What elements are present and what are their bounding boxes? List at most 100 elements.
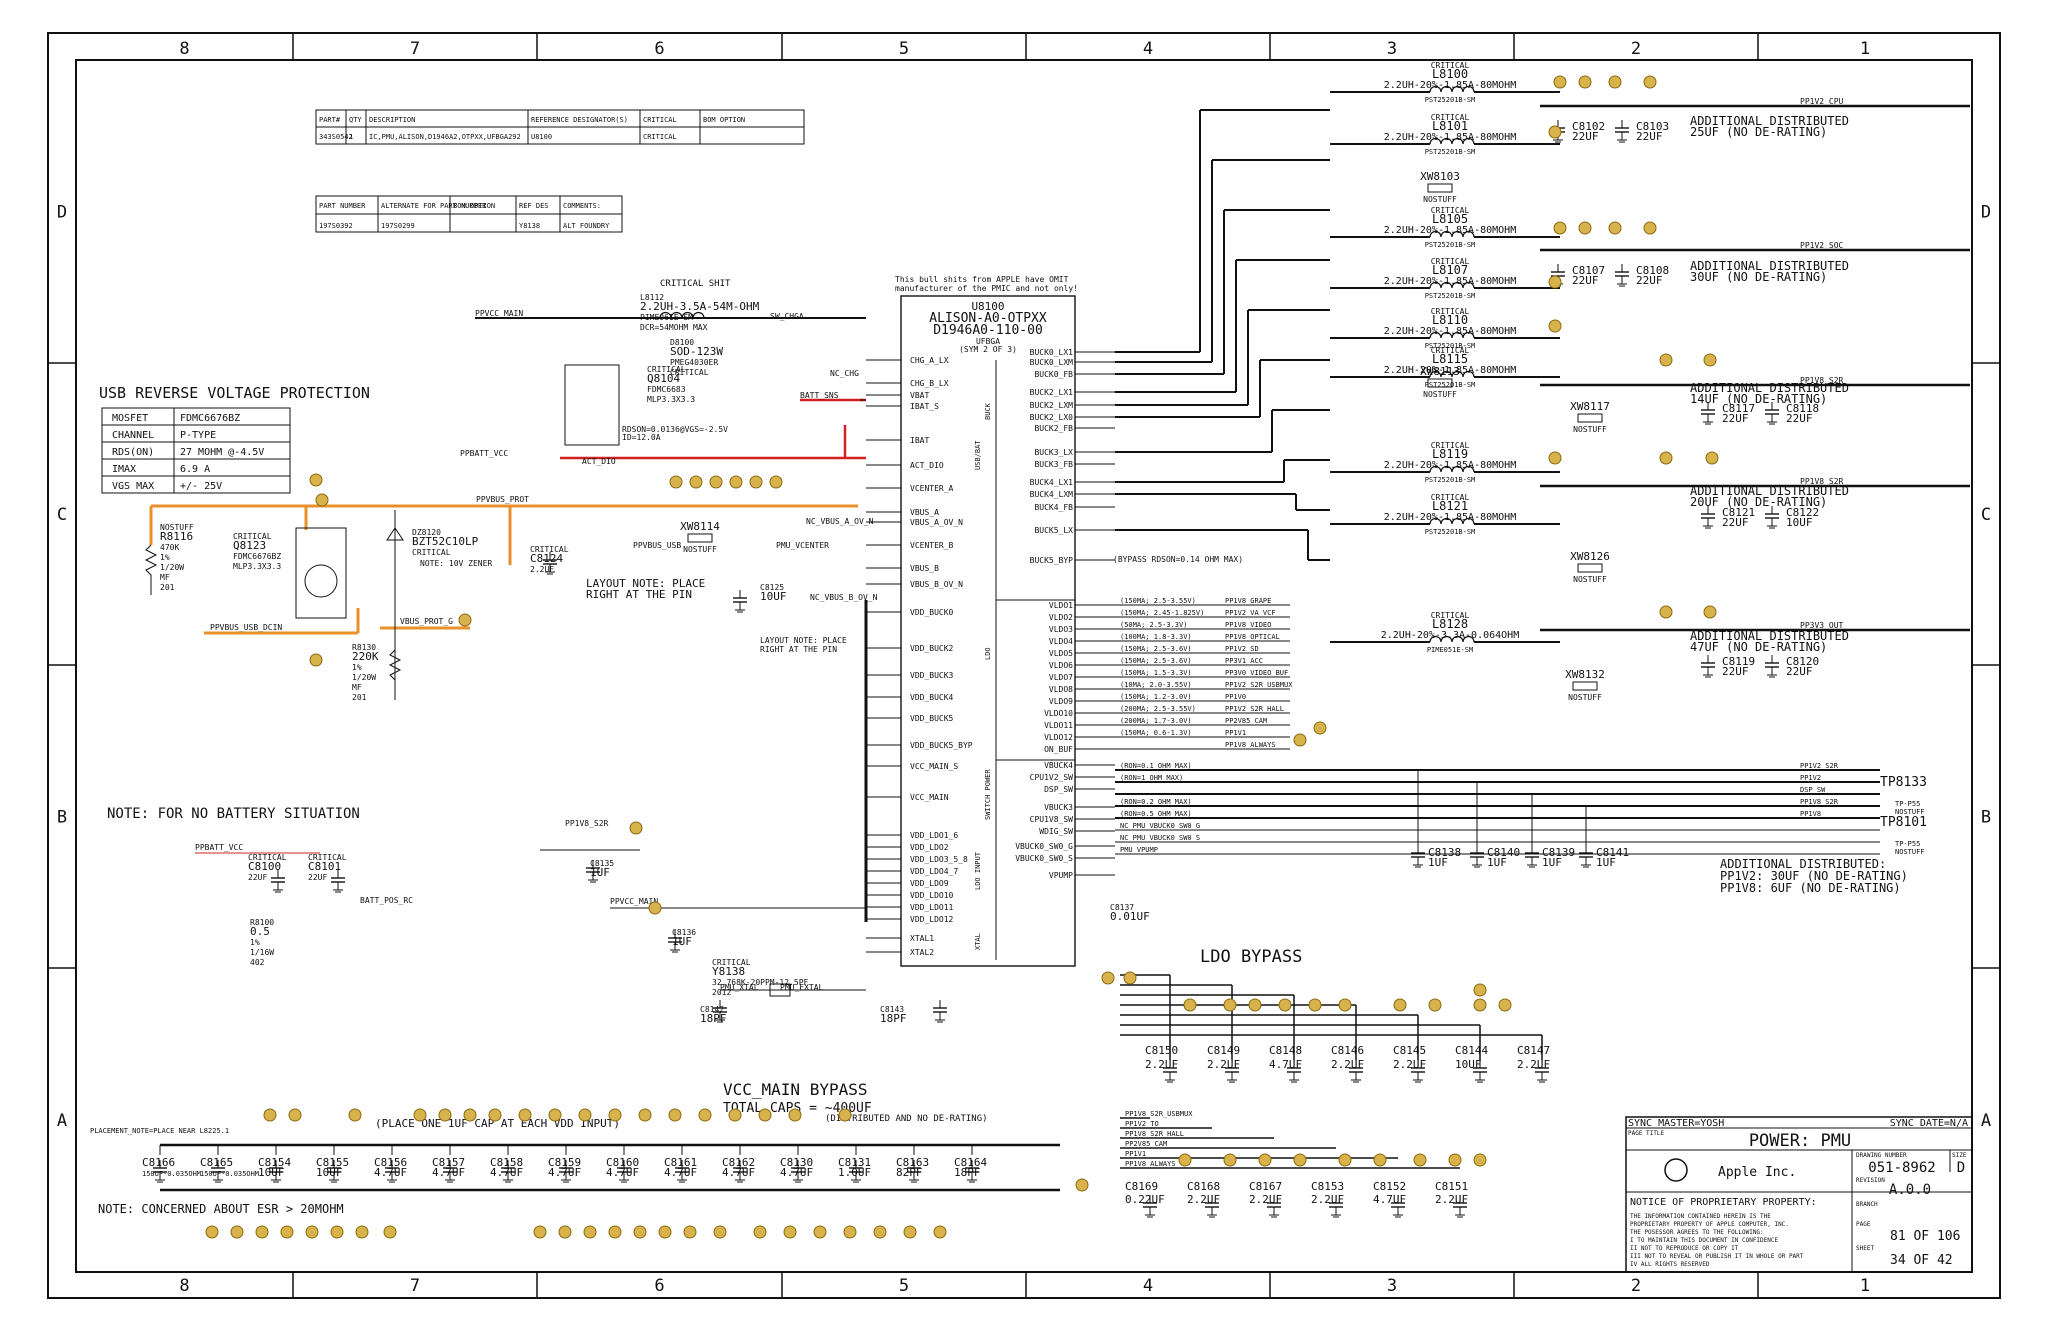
inductor-ref: L8100: [1432, 67, 1468, 81]
test-pad: [788, 1108, 802, 1122]
c8135-label: C8135: [590, 859, 614, 868]
net-name: ACT_DIO: [582, 457, 616, 466]
alt-header: ALTERNATE FOR PART NUMBER: [381, 202, 487, 210]
c8125-label: C8125: [760, 583, 784, 592]
pmic-right-pin: BUCK5_LX: [1034, 526, 1073, 535]
column-marker-top: 8: [179, 39, 189, 59]
ldo-net-name: PP1V2_SD: [1225, 645, 1259, 653]
ldo-bypass-cap: [1473, 1060, 1487, 1083]
test-pad: [463, 1108, 477, 1122]
inductor-coil: [1429, 137, 1475, 145]
xw-shunt: [1577, 413, 1603, 423]
r8130-label: 1/20W: [352, 673, 376, 682]
test-pad: [838, 1108, 852, 1122]
pmic-right-pin: VLDO10: [1044, 709, 1073, 718]
mosfet-spec-table: [101, 407, 291, 494]
cap-value: 4.7UF: [606, 1166, 639, 1179]
ldo-net-name: PP1V8_ALWAYS: [1225, 741, 1276, 749]
usb-protection-title: USB REVERSE VOLTAGE PROTECTION: [99, 384, 370, 402]
test-pad: [658, 1225, 672, 1239]
cap-value: 1UF: [1487, 856, 1507, 869]
cap-ref: C8147: [1517, 1044, 1550, 1057]
inductor-value: 2.2UH-20%-1.85A-80MOHM: [1384, 460, 1516, 471]
test-pad: [458, 613, 472, 627]
pmic-left-pin: VDD_LDO4_7: [910, 867, 958, 876]
ldo-net-name: PP1V0: [1225, 693, 1246, 701]
pmic-left-pin: XTAL2: [910, 948, 934, 957]
inductor-part: PST25201B-SM: [1425, 148, 1476, 156]
buck-inductor: [1429, 230, 1475, 238]
inductor-ref: L8105: [1432, 212, 1468, 226]
test-pad: [558, 1225, 572, 1239]
ldo-net-name: PP2V85_CAM: [1225, 717, 1267, 725]
pmic-right-pin: BUCK3_FB: [1034, 460, 1073, 469]
cap-ref: C8121: [1722, 506, 1755, 519]
switch-ron-label: NC_PMU_VBUCK0_SW0_G: [1120, 822, 1200, 830]
xw-nostuff: NOSTUFF: [1568, 693, 1602, 702]
test-pad: [1659, 451, 1673, 465]
cap-ref: C8149: [1207, 1044, 1240, 1057]
y8138-label: 32.768K-20PPM-12.5PF: [712, 978, 809, 987]
drawing-number: 051-8962: [1868, 1160, 1935, 1176]
c8142-label: C8142: [700, 1005, 724, 1014]
cap-value: 4.7UF: [432, 1166, 465, 1179]
cap-value: 4.7UF: [722, 1166, 755, 1179]
inductor-value: 2.2UH-20%-1.85A-80MOHM: [1384, 80, 1516, 91]
net-name: SW_CHGA: [770, 312, 804, 321]
c8125-cap: [733, 590, 747, 613]
spec-value: 6.9 A: [180, 464, 210, 475]
page-number: 81 OF 106: [1890, 1229, 1960, 1244]
row-marker-right: A: [1981, 1111, 1991, 1131]
test-pad: [1338, 1153, 1352, 1167]
apple-logo-icon: [1664, 1158, 1688, 1182]
xw-shunt: [1427, 378, 1453, 388]
ldo-bypass-cap: [1287, 1060, 1301, 1083]
cap-ref: C8154: [258, 1156, 291, 1169]
test-pad: [1659, 605, 1673, 619]
cap-ref: C8146: [1331, 1044, 1364, 1057]
inductor-coil: [1429, 370, 1475, 378]
pmic-right-pin: BUCK2_LX0: [1030, 413, 1074, 422]
pmic-right-pin: BUCK0_LX1: [1030, 348, 1074, 357]
additional-derating: 25UF (NO DE-RATING): [1690, 125, 1827, 139]
pmic-right-pin: VLDO12: [1044, 733, 1073, 742]
test-pad: [1473, 998, 1487, 1012]
ldo-net-name: PP1V8_GRAPE: [1225, 597, 1271, 605]
ldo-net-name: PP1V1: [1125, 1150, 1146, 1158]
alt-header: PART NUMBER: [319, 202, 366, 210]
buck-inductor: [1429, 331, 1475, 339]
cap-ref: C8162: [722, 1156, 755, 1169]
xw-ref: XW8132: [1565, 668, 1605, 681]
net-name: PMU_XTAL: [720, 983, 759, 992]
pmic-left-pin: VDD_LDO9: [910, 879, 949, 888]
column-marker-top: 6: [654, 39, 664, 59]
test-pad: [1578, 75, 1592, 89]
test-pad: [1553, 75, 1567, 89]
test-pad: [518, 1108, 532, 1122]
net-name: VBUS_PROT_G: [400, 617, 453, 626]
c8124-label: 2.2UF: [530, 565, 554, 574]
test-pad: [1293, 1153, 1307, 1167]
column-marker-bottom: 8: [179, 1276, 189, 1296]
cap-ref: C8155: [316, 1156, 349, 1169]
switch-net-name: PP1V8_S2R: [1800, 798, 1839, 806]
r8116-label: NOSTUFF: [160, 523, 194, 532]
drawing-label: DRAWING NUMBER: [1856, 1152, 1907, 1159]
test-pad: [1643, 75, 1657, 89]
test-pad: [1278, 998, 1292, 1012]
c8100-cap: [271, 870, 285, 893]
switch-cap: [1411, 845, 1425, 868]
test-pad: [683, 1225, 697, 1239]
cap-ref: C8158: [490, 1156, 523, 1169]
y8138-label: CRITICAL: [712, 958, 751, 967]
net-name: PPBATT_VCC: [460, 449, 508, 458]
pmic-u8100-body: [900, 295, 1076, 967]
ldo-net-name: PP1V8_OPTICAL: [1225, 633, 1280, 641]
cap-value: 150UF-0.035OHM: [200, 1170, 259, 1178]
test-pad: [305, 1225, 319, 1239]
cap-value: 22UF: [1722, 412, 1749, 425]
ldo-net-name: PP3V1_ACC: [1225, 657, 1263, 665]
test-pad: [1223, 1153, 1237, 1167]
vcc-distributed-note: (DISTRIBUTED AND NO DE-RATING): [825, 1114, 988, 1124]
